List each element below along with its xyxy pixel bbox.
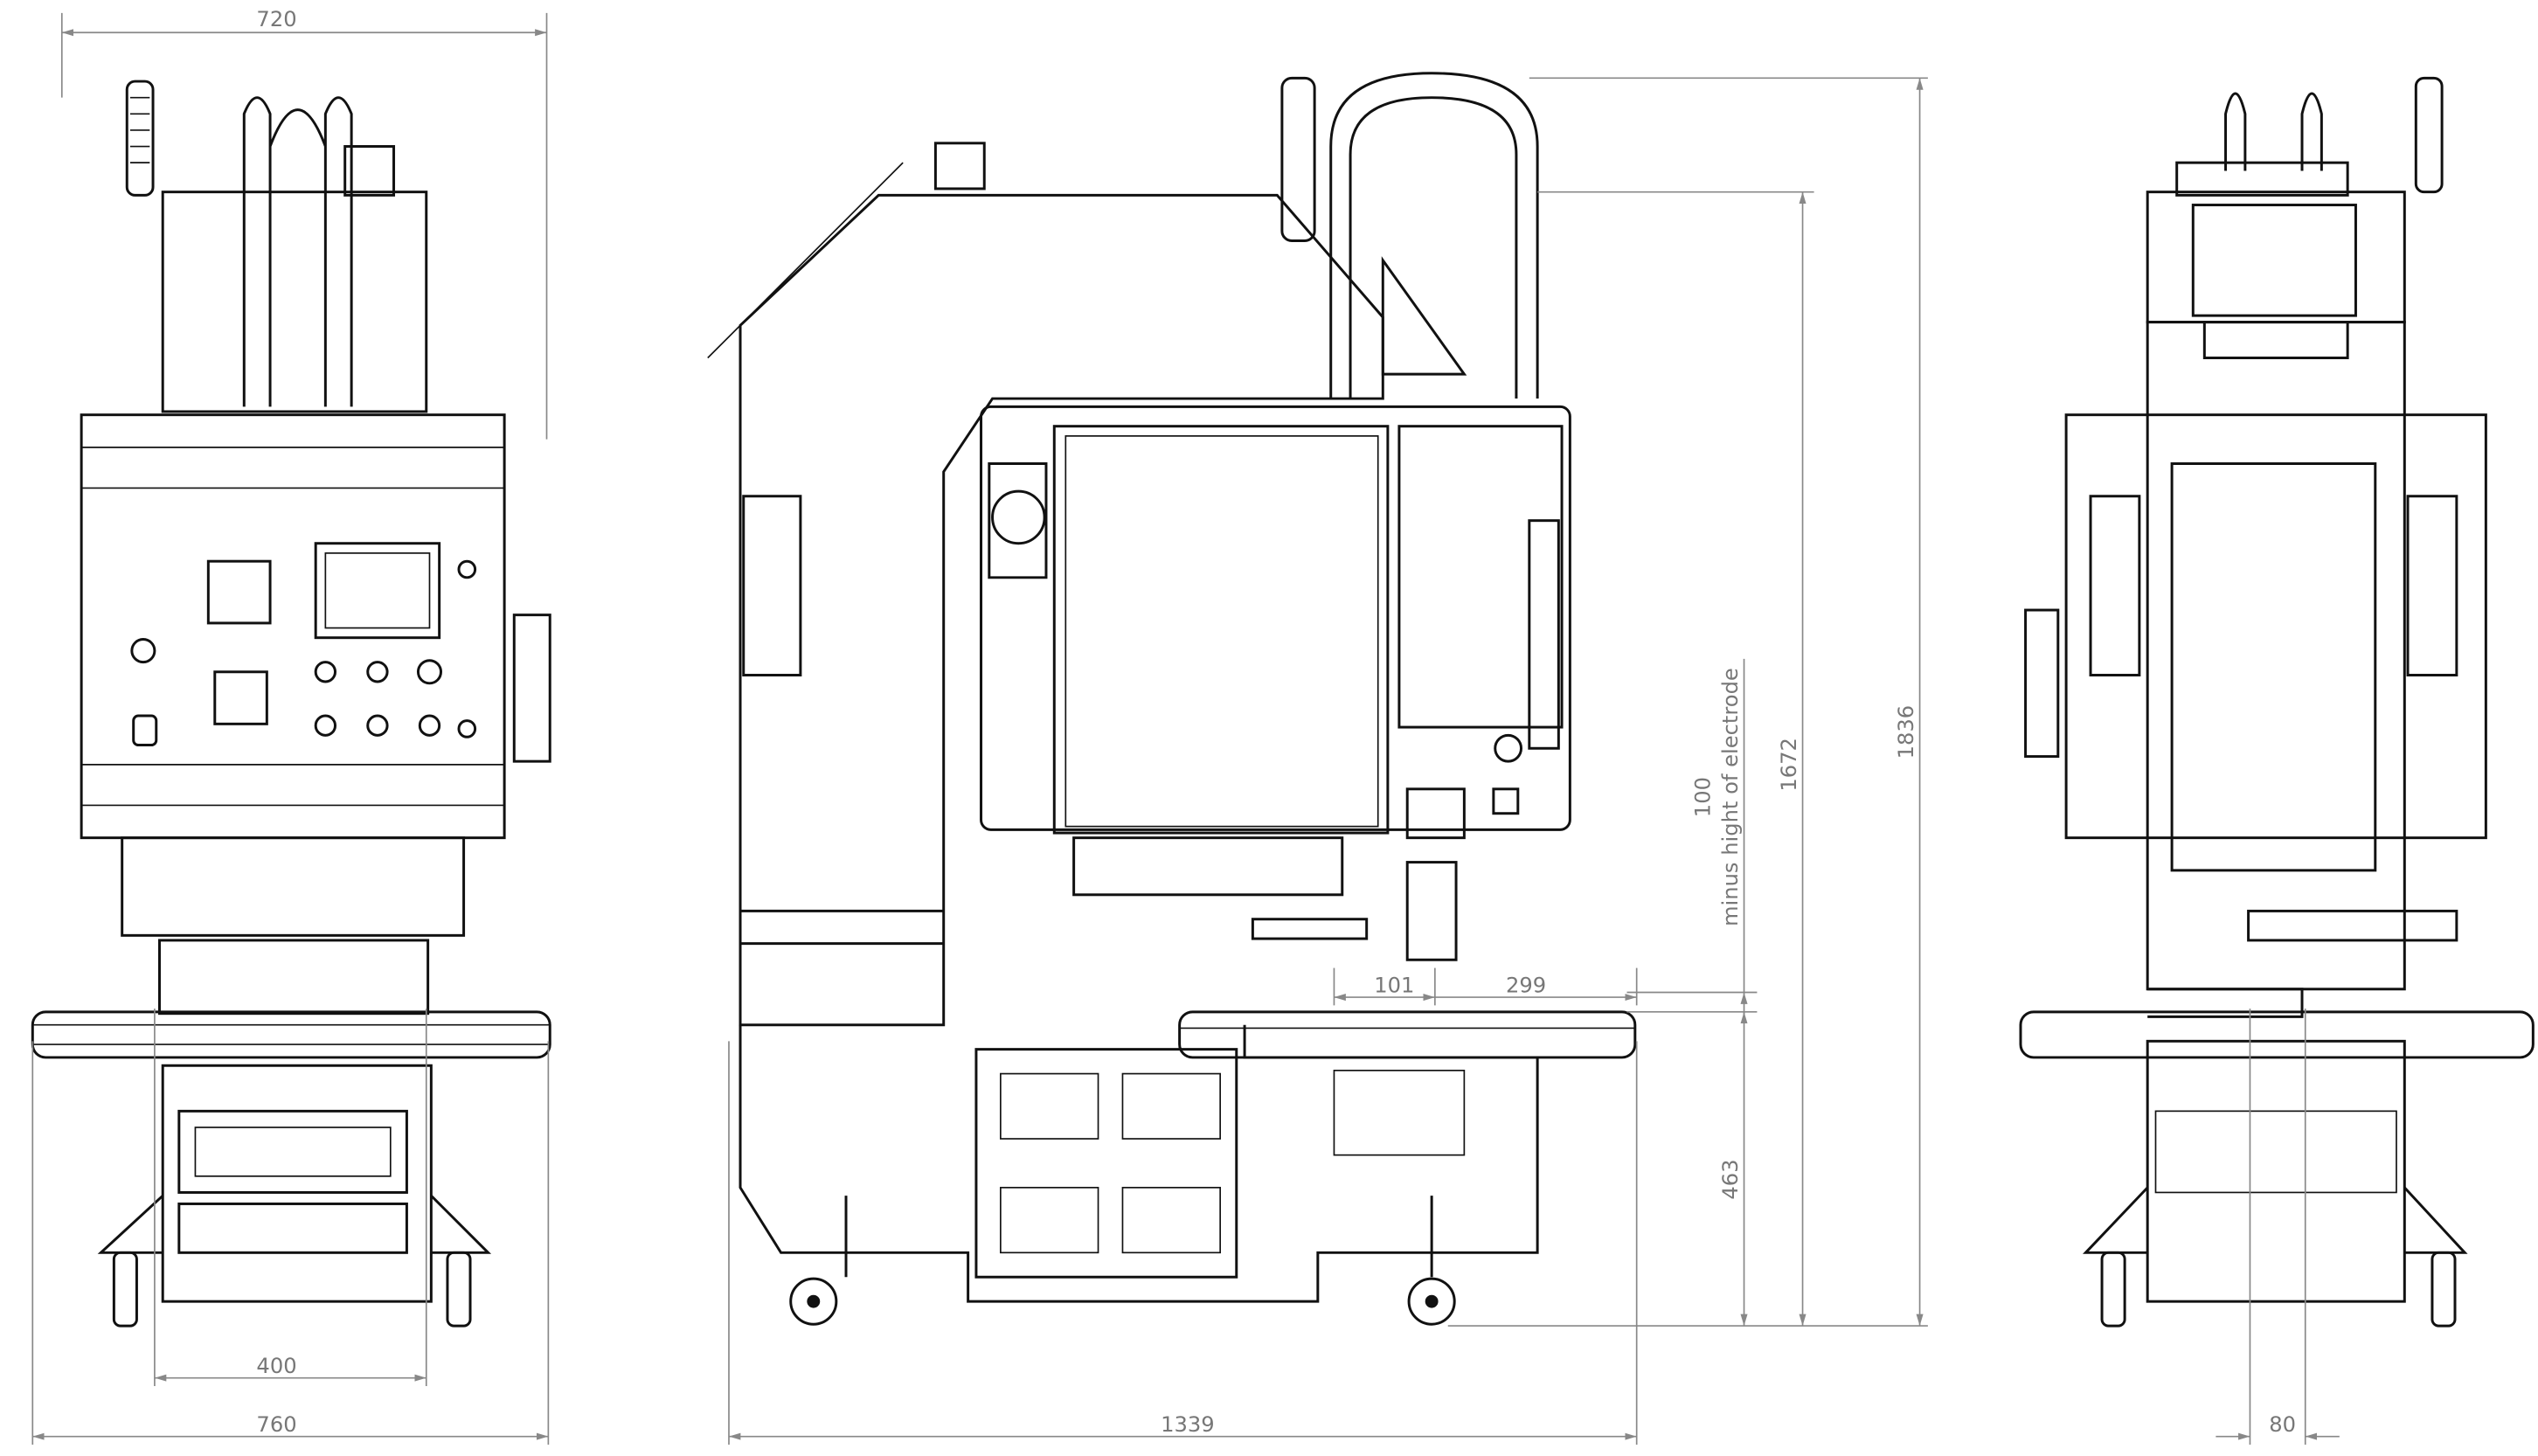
dim-1672: 1672: [1777, 738, 1801, 792]
dim-400: 400: [256, 1354, 296, 1378]
dim-1339: 1339: [1161, 1412, 1215, 1437]
dimension-lines: [31, 12, 2340, 1445]
dim-463: 463: [1718, 1159, 1743, 1199]
dim-100: 100: [1690, 777, 1715, 817]
dimension-labels: 720 400 760 1339 101 299 100 minus hight…: [256, 7, 2296, 1437]
dim-80: 80: [2269, 1412, 2296, 1437]
side-view: [707, 72, 1637, 1326]
dim-1836: 1836: [1894, 705, 1918, 759]
dim-101: 101: [1374, 973, 1414, 997]
dim-760: 760: [256, 1412, 296, 1437]
rear-view: [2019, 76, 2535, 1328]
dim-720: 720: [256, 7, 296, 31]
dim-299: 299: [1506, 973, 1546, 997]
electrode-note: minus hight of electrode: [1718, 668, 1743, 926]
front-view: [31, 80, 551, 1328]
